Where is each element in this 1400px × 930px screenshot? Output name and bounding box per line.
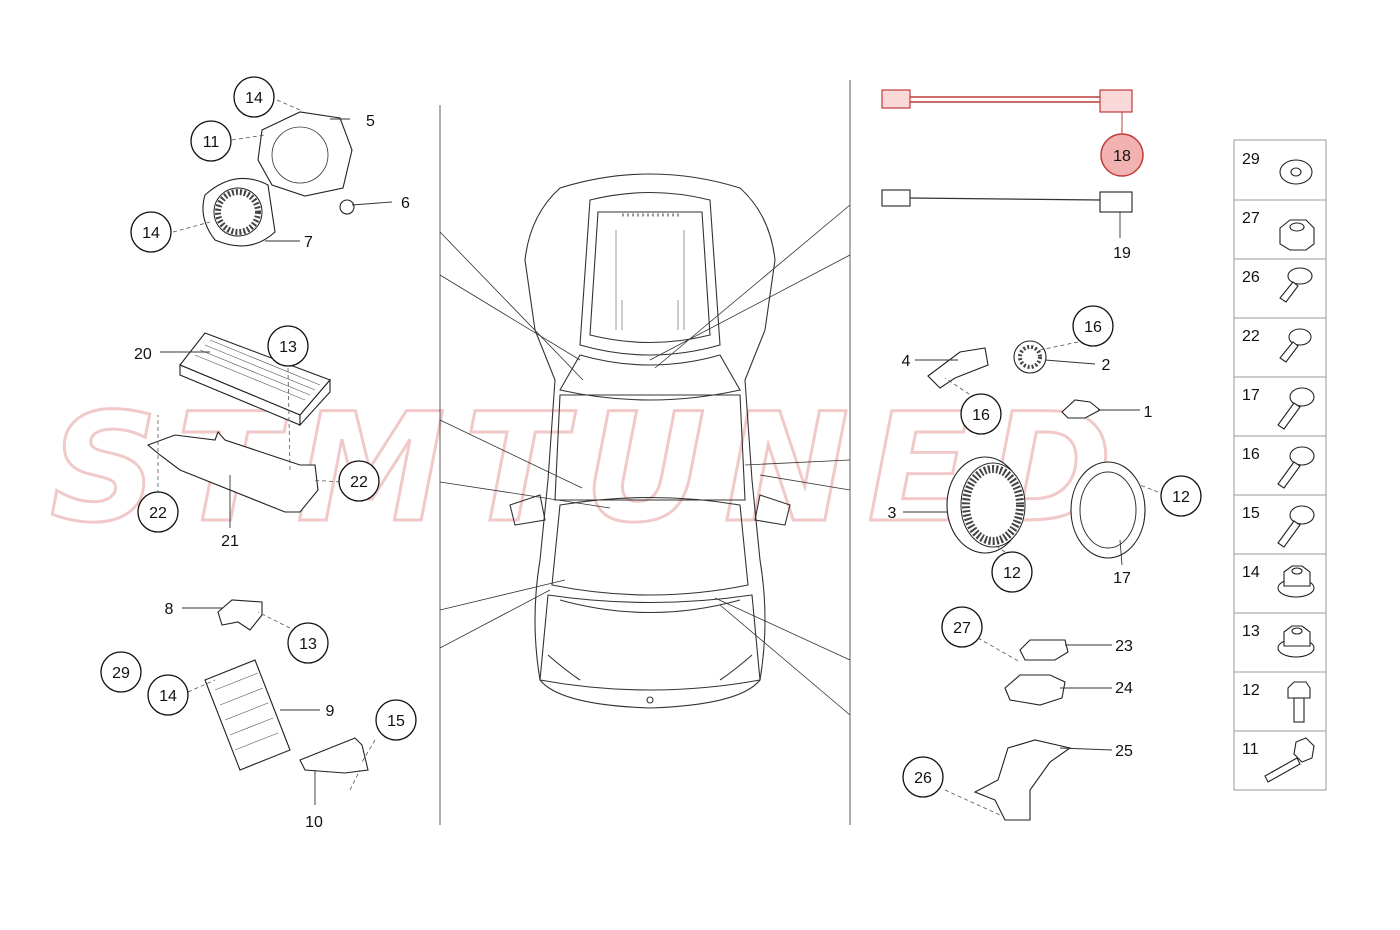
callout-circle: [137, 491, 179, 533]
callout-label: 12: [1003, 565, 1021, 582]
callout-circle: [100, 651, 142, 693]
sensor-part-23: [1019, 639, 1069, 661]
fastener-table: 29 27 26 22 17 16 15 14 13 12 11: [1233, 139, 1327, 791]
callout-label: 10: [305, 814, 323, 831]
speaker-part-7: [202, 178, 276, 247]
torx-screw-icon: [1277, 505, 1315, 548]
bracket-part-21: [146, 430, 319, 513]
bracket-part-8: [217, 599, 263, 631]
bracket-part-4: [927, 347, 989, 389]
callout-circle: [375, 699, 417, 741]
table-row-number: 16: [1242, 446, 1260, 463]
torx-screw-icon: [1277, 446, 1315, 489]
callout-label: 11: [203, 134, 220, 151]
table-row-number: 27: [1242, 210, 1260, 227]
callout-label: 20: [134, 346, 152, 363]
callout-label: 26: [914, 770, 932, 787]
callout-circle: [147, 674, 189, 716]
callout-circle: [287, 622, 329, 664]
callout-label: 2: [1102, 357, 1111, 374]
callout-label: 16: [972, 407, 990, 424]
callout-circle: [190, 120, 232, 162]
pan-screw-icon: [1279, 328, 1312, 363]
callout-label: 13: [279, 339, 297, 356]
callout-label: 15: [387, 713, 405, 730]
callout-label: 8: [165, 601, 174, 618]
right-leader-lines: [903, 341, 1159, 816]
torx-screw-icon: [1277, 387, 1315, 430]
callout-label: 14: [159, 688, 177, 705]
callout-label: 1: [1144, 404, 1153, 421]
callout-label: 13: [299, 636, 317, 653]
hex-screw-icon: [1287, 681, 1311, 723]
table-row-number: 22: [1242, 328, 1260, 345]
hex-bolt-icon: [1264, 737, 1315, 783]
callout-circle: [130, 211, 172, 253]
table-row-number: 13: [1242, 623, 1260, 640]
callout-circle-highlighted: [1100, 133, 1144, 177]
callout-label: 22: [350, 474, 368, 491]
washer-icon: [1279, 159, 1313, 185]
callout-label: 3: [888, 505, 897, 522]
speaker-part-3: [946, 456, 1026, 554]
left-leader-lines: [157, 99, 393, 805]
callout-label: 24: [1115, 680, 1133, 697]
control-module-part-9: [204, 659, 291, 771]
callout-label: 12: [1172, 489, 1190, 506]
table-row-number: 29: [1242, 151, 1260, 168]
callout-circle: [233, 76, 275, 118]
callout-label: 6: [401, 195, 410, 212]
callout-label: 14: [142, 225, 160, 242]
table-row-number: 15: [1242, 505, 1260, 522]
callout-circle: [941, 606, 983, 648]
callout-label: 7: [304, 234, 313, 251]
callout-label: 19: [1113, 245, 1131, 262]
callout-label: 23: [1115, 638, 1133, 655]
table-row-number: 14: [1242, 564, 1260, 581]
callout-label: 22: [149, 505, 167, 522]
bracket-part-25: [973, 739, 1072, 821]
callout-label: 25: [1115, 743, 1133, 760]
callout-circle: [960, 393, 1002, 435]
callouts: 14 11 5 6 14 7 20 13 22 22 21 8 13 29 14…: [100, 76, 1202, 831]
speaker-ring-part-17: [1070, 461, 1146, 559]
tweeter-part-2: [1013, 340, 1047, 374]
holder-part-24: [1004, 674, 1066, 706]
callout-circle: [1160, 475, 1202, 517]
callout-label: 9: [326, 703, 335, 720]
cable-part-19: [881, 189, 1133, 238]
callout-label: 17: [1113, 570, 1131, 587]
flange-nut-icon: [1277, 625, 1315, 658]
flange-screw-icon: [1279, 267, 1313, 303]
callout-label: 21: [221, 533, 239, 550]
hex-nut-icon: [1279, 219, 1315, 251]
table-row-number: 26: [1242, 269, 1260, 286]
table-row-number: 17: [1242, 387, 1260, 404]
speaker-bracket-part-5: [257, 111, 353, 197]
connector-part-6: [339, 199, 355, 215]
callout-label: 5: [366, 113, 375, 130]
table-row-number: 12: [1242, 682, 1260, 699]
section-dividers: [439, 80, 851, 825]
table-row-number: 11: [1242, 741, 1259, 758]
car-top-view: [509, 173, 791, 709]
callout-circle: [902, 756, 944, 798]
callout-label: 14: [245, 90, 263, 107]
callout-circle: [267, 325, 309, 367]
car-leader-lines: [439, 204, 851, 716]
cable-part-18: [881, 89, 1133, 135]
callout-label-highlighted: 18: [1113, 148, 1131, 165]
callout-label: 27: [953, 620, 971, 637]
flange-nut-icon: [1277, 565, 1315, 598]
callout-circle: [991, 551, 1033, 593]
bracket-part-10: [299, 737, 369, 774]
amplifier-part-20: [179, 332, 331, 427]
callout-label: 16: [1084, 319, 1102, 336]
callout-circle: [338, 460, 380, 502]
callout-label: 29: [112, 665, 130, 682]
callout-label: 4: [902, 353, 911, 370]
callout-circle: [1072, 305, 1114, 347]
